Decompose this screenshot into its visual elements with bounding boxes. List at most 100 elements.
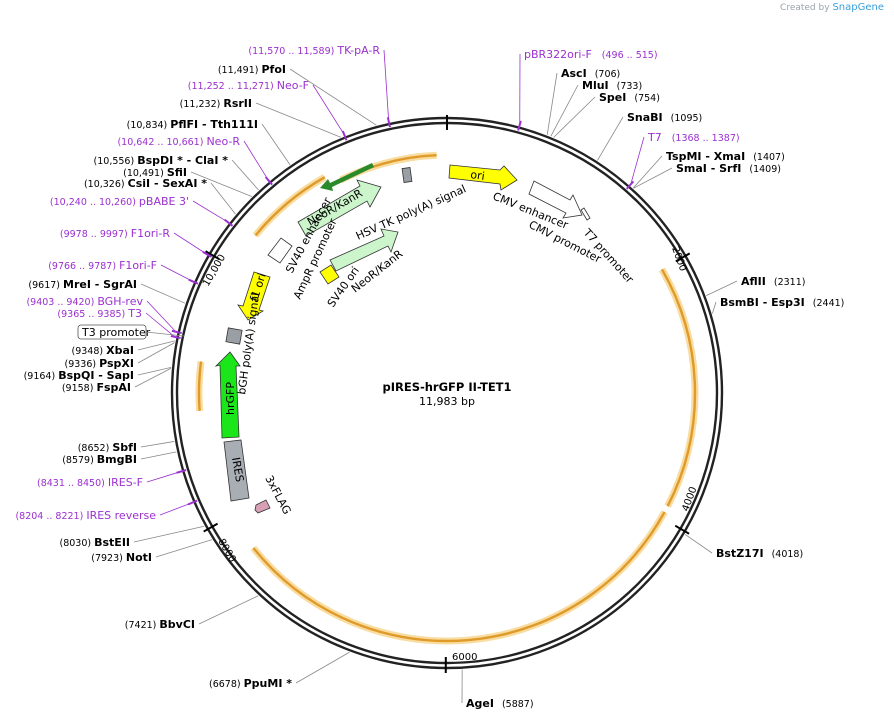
enzyme-site: (10,326) CsiI - SexAI * [84,177,207,190]
ori-label: ori [470,168,486,183]
primer-leader [173,232,207,255]
leader-line [231,159,259,191]
leader-line [633,167,673,189]
enzyme-site: (8030) BstEII [60,536,131,549]
enzyme-site: (7421) BbvCI [125,618,195,631]
hrgfp-feature [214,351,241,439]
primer-site: (8431 .. 8450) IRES-F [37,476,143,489]
orange-arc-halo [250,510,668,645]
leader-line [140,451,177,460]
primer-mark [517,120,522,131]
primer-mark [187,499,198,506]
primer-site: (10,642 .. 10,661) Neo-R [117,135,240,148]
primer-leader [630,136,645,185]
primer-mark [176,469,187,474]
enzyme-site: (10,556) BspDI * - ClaI * [94,154,229,167]
primer-leader [192,200,228,223]
leader-line [140,283,186,304]
3xflag-feature [254,499,271,514]
inner-features: ori CMV enhancer CMV promoter T7 promote… [214,163,636,517]
ires-label: IRES [229,456,246,483]
tick-2000 [675,252,691,263]
snapgene-credit: Created by SnapGene [780,2,884,13]
bgh-feature [225,327,243,345]
enzyme-site: (9158) FspAI [62,381,131,394]
primer-mark [626,180,635,190]
leader-line [190,171,252,197]
orange-features [195,151,699,645]
neor-kanr-feature-2 [329,228,399,272]
enzyme-site: AgeI(5887) [466,697,534,710]
primer-site: pBR322ori-F(496 .. 515) [524,48,658,61]
enzyme-site: BstZ17I(4018) [716,547,803,560]
ires-feature [223,439,250,502]
leader-lines [133,49,738,704]
tick-8000 [203,522,219,533]
plasmid-size: 11,983 bp [419,395,475,408]
primer-site: (8204 .. 8221) IRES reverse [15,509,156,522]
primer-leader [159,502,192,516]
leader-line [597,116,624,161]
primer-mark [341,130,348,141]
leader-line [137,342,175,364]
leader-line [633,155,663,189]
primer-site: (10,240 .. 10,260) pBABE 3' [50,195,189,208]
leader-line [133,525,205,543]
primer-site: T7(1368 .. 1387) [647,131,740,144]
enzyme-site: (10,834) PflFI - Tth111I [127,118,258,131]
cmv-enhancer-feature [528,180,583,219]
t3-promoter-box: T3 promoter [77,324,185,340]
orange-arc [252,511,666,643]
leader-line [711,301,717,314]
primer-leader [145,312,175,338]
primer-mark [188,278,199,285]
leader-line [706,280,738,297]
leader-line [155,539,213,558]
enzyme-site: BsmBI - Esp3I(2441) [720,296,844,309]
t7-promoter-feature [580,207,591,221]
primer-mark [223,218,234,227]
primer-site: (9403 .. 9420) BGH-rev [26,295,143,308]
leader-line [684,534,713,554]
leader-line [289,68,377,126]
leader-line [198,595,259,625]
t3-promoter-label: T3 promoter [81,326,151,339]
enzyme-site: (11,232) RsrII [180,97,252,110]
leader-line [550,84,579,137]
enzyme-labels: (11,491) PfoI(11,232) RsrII(10,834) PflF… [24,63,845,710]
enzyme-site: (9348) XbaI [72,344,134,357]
primer-mark [202,250,213,258]
primer-site: (9978 .. 9997) F1ori-R [60,227,170,240]
enzyme-site: TspMI - XmaI(1407) [666,150,785,163]
primer-marks [170,117,635,506]
leader-line [553,96,596,138]
hrgfp-label: hrGFP [224,382,237,415]
leader-line [295,651,350,684]
tick-label: 6000 [452,652,477,663]
sv40-ori-feature [319,264,340,285]
primer-leader [383,49,390,122]
primer-leader [243,140,269,181]
dark-green-arrow [320,163,374,191]
3xflag-label: 3xFLAG [262,473,293,516]
enzyme-site: (7923) NotI [91,551,152,564]
primer-mark [264,176,273,186]
enzyme-site: SpeI(754) [599,91,660,104]
leader-line [546,72,558,135]
leader-line [140,441,175,448]
leader-line [137,340,176,351]
enzyme-site: AscI(706) [561,67,620,80]
leader-line [210,182,236,215]
leader-line [255,102,341,138]
leader-line [137,366,172,376]
enzyme-site: MluI(733) [582,79,642,92]
primer-mark [386,117,391,128]
primer-mark [171,329,182,335]
f1-ori-feature [237,271,271,321]
primer-leader [146,300,177,333]
primer-mark [170,335,181,340]
primer-site: (9766 .. 9787) F1ori-F [48,259,157,272]
sv40-enhancer-feature [267,237,293,264]
snapgene-logo: SnapGene [832,2,884,13]
